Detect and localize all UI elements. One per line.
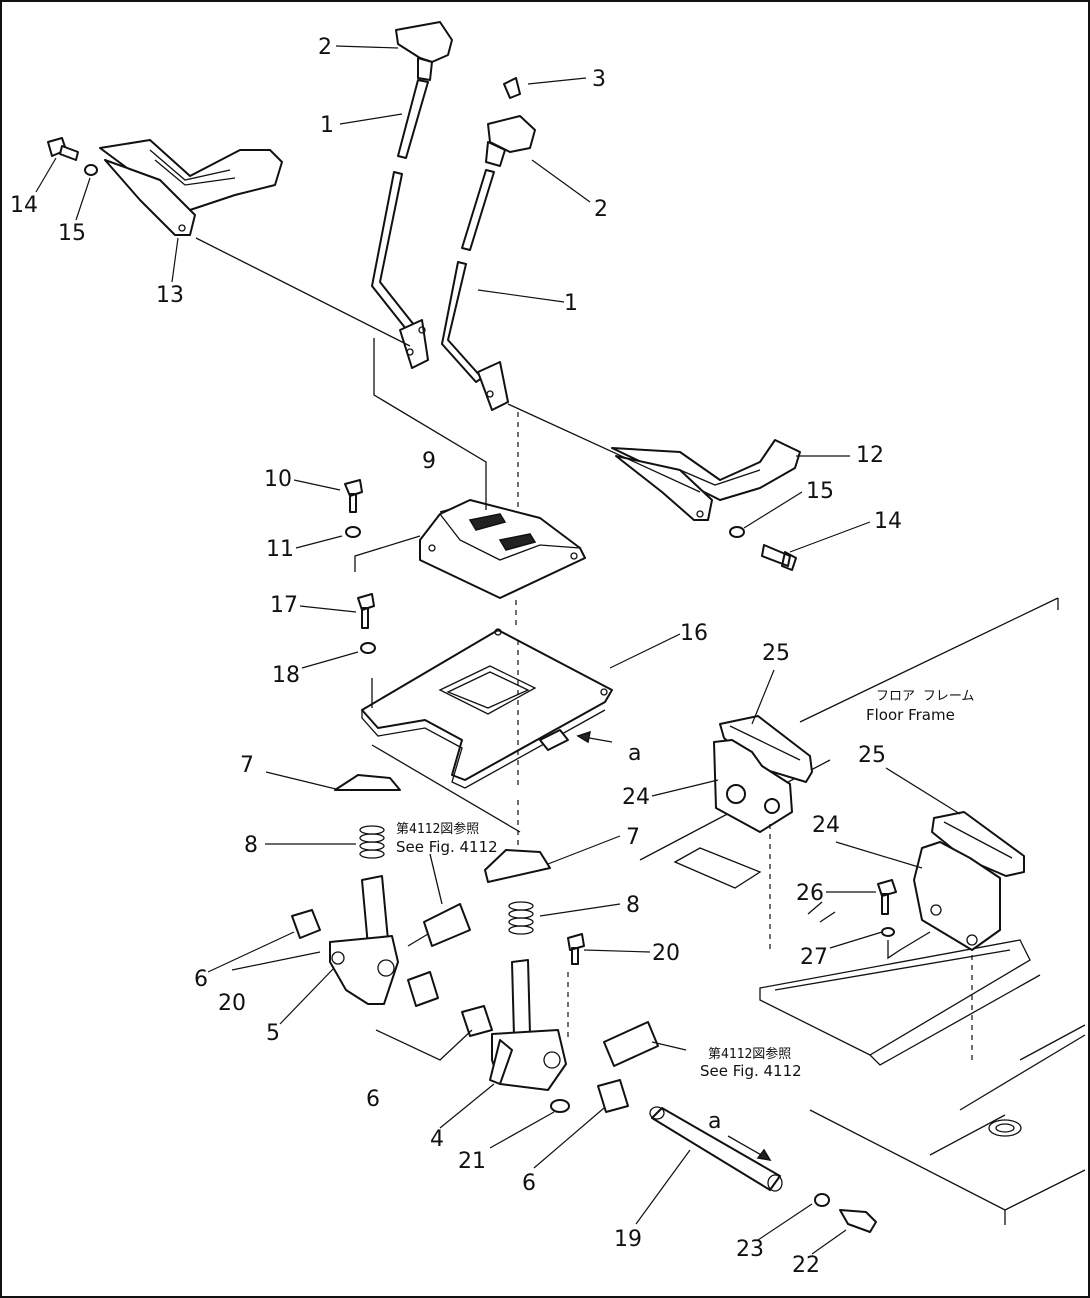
bolt-14-left bbox=[47, 137, 79, 161]
callout-17: 17 bbox=[270, 593, 298, 618]
callout-26: 26 bbox=[796, 881, 824, 906]
callout-16: 16 bbox=[680, 621, 708, 646]
lever-1-left bbox=[371, 21, 453, 369]
callout-4: 4 bbox=[430, 1127, 444, 1152]
washer-27 bbox=[881, 927, 895, 937]
callout-6: 6 bbox=[366, 1087, 380, 1112]
note-see-fig-jp: 第4112図参照 bbox=[396, 821, 479, 837]
bolt-26 bbox=[877, 879, 897, 915]
callout-24: 24 bbox=[812, 813, 840, 838]
callout-leaders bbox=[35, 45, 961, 1255]
footrest-25-a bbox=[713, 715, 813, 833]
assembly-lines bbox=[195, 237, 973, 1065]
callout-11: 11 bbox=[266, 537, 294, 562]
callout-20: 20 bbox=[652, 941, 680, 966]
bracket-4 bbox=[489, 959, 567, 1091]
bracket-5 bbox=[329, 875, 399, 1005]
note-see-fig-upper: 第4112図参照 See Fig. 4112 bbox=[396, 821, 498, 856]
callout-6: 6 bbox=[194, 967, 208, 992]
note-see-fig-en: See Fig. 4112 bbox=[396, 838, 498, 856]
pedal-12 bbox=[611, 439, 801, 521]
note-floor-frame: フロア フレーム Floor Frame bbox=[866, 689, 974, 724]
bolt-17 bbox=[357, 593, 375, 629]
callout-7: 7 bbox=[626, 825, 640, 850]
callout-24: 24 bbox=[622, 785, 650, 810]
callout-22: 22 bbox=[792, 1253, 820, 1278]
callout-20: 20 bbox=[218, 991, 246, 1016]
cover-9 bbox=[419, 499, 586, 599]
callout-23: 23 bbox=[736, 1237, 764, 1262]
pedal-13 bbox=[99, 139, 283, 236]
callout-numbers: 2 1 3 2 1 14 15 13 12 15 14 9 10 11 17 1… bbox=[10, 35, 902, 1278]
callout-7: 7 bbox=[240, 753, 254, 778]
cap-7-right bbox=[484, 849, 551, 883]
callout-2: 2 bbox=[594, 197, 608, 222]
note-floor-frame-en: Floor Frame bbox=[866, 706, 955, 724]
plate-16 bbox=[361, 628, 613, 789]
callout-8: 8 bbox=[626, 893, 640, 918]
connector-left bbox=[423, 903, 471, 947]
callout-25: 25 bbox=[762, 641, 790, 666]
washer-23 bbox=[814, 1193, 830, 1207]
callout-a: a bbox=[628, 741, 641, 766]
callout-27: 27 bbox=[800, 945, 828, 970]
callout-5: 5 bbox=[266, 1021, 280, 1046]
callout-21: 21 bbox=[458, 1149, 486, 1174]
lever-1-right bbox=[441, 115, 536, 411]
connector-right bbox=[603, 1021, 659, 1067]
callout-25: 25 bbox=[858, 743, 886, 768]
arrow-a-lower bbox=[756, 1148, 772, 1162]
bolt-22 bbox=[839, 1209, 877, 1233]
callout-15: 15 bbox=[58, 221, 86, 246]
floor-frame bbox=[639, 597, 1086, 1225]
callout-14: 14 bbox=[874, 509, 902, 534]
bolt-20 bbox=[567, 933, 585, 965]
bolt-10 bbox=[344, 479, 363, 513]
shaft-19 bbox=[649, 1106, 783, 1192]
washer-18 bbox=[360, 642, 376, 654]
spring-8-right bbox=[508, 901, 534, 935]
bushing-6-a bbox=[291, 909, 321, 939]
callout-14: 14 bbox=[10, 193, 38, 218]
washer-15-left bbox=[84, 164, 98, 176]
bushing-6-d bbox=[597, 1079, 629, 1113]
callout-15: 15 bbox=[806, 479, 834, 504]
callout-13: 13 bbox=[156, 283, 184, 308]
callout-10: 10 bbox=[264, 467, 292, 492]
note-see-fig-en: See Fig. 4112 bbox=[700, 1062, 802, 1080]
callout-6: 6 bbox=[522, 1171, 536, 1196]
footrest-25-b bbox=[913, 811, 1025, 951]
bushing-6-c bbox=[461, 1005, 493, 1037]
callout-2: 2 bbox=[318, 35, 332, 60]
note-see-fig-lower: 第4112図参照 See Fig. 4112 bbox=[700, 1046, 802, 1080]
callout-a: a bbox=[708, 1109, 721, 1134]
callout-12: 12 bbox=[856, 443, 884, 468]
callout-19: 19 bbox=[614, 1227, 642, 1252]
callout-18: 18 bbox=[272, 663, 300, 688]
spring-8-left bbox=[359, 825, 385, 859]
bolt-14-right bbox=[761, 544, 797, 571]
arrow-a-upper bbox=[576, 730, 591, 744]
screw-3 bbox=[503, 77, 521, 99]
washer-11 bbox=[345, 526, 361, 538]
nut-21 bbox=[550, 1099, 570, 1113]
bushing-6-b bbox=[407, 971, 439, 1007]
callout-1: 1 bbox=[320, 113, 334, 138]
callout-3: 3 bbox=[592, 67, 606, 92]
note-see-fig-jp: 第4112図参照 bbox=[708, 1046, 791, 1062]
cap-7-left bbox=[334, 774, 401, 791]
callout-1: 1 bbox=[564, 291, 578, 316]
note-floor-frame-jp: フロア フレーム bbox=[876, 689, 974, 704]
callout-8: 8 bbox=[244, 833, 258, 858]
callout-9: 9 bbox=[422, 449, 436, 474]
washer-15-right bbox=[729, 526, 745, 538]
